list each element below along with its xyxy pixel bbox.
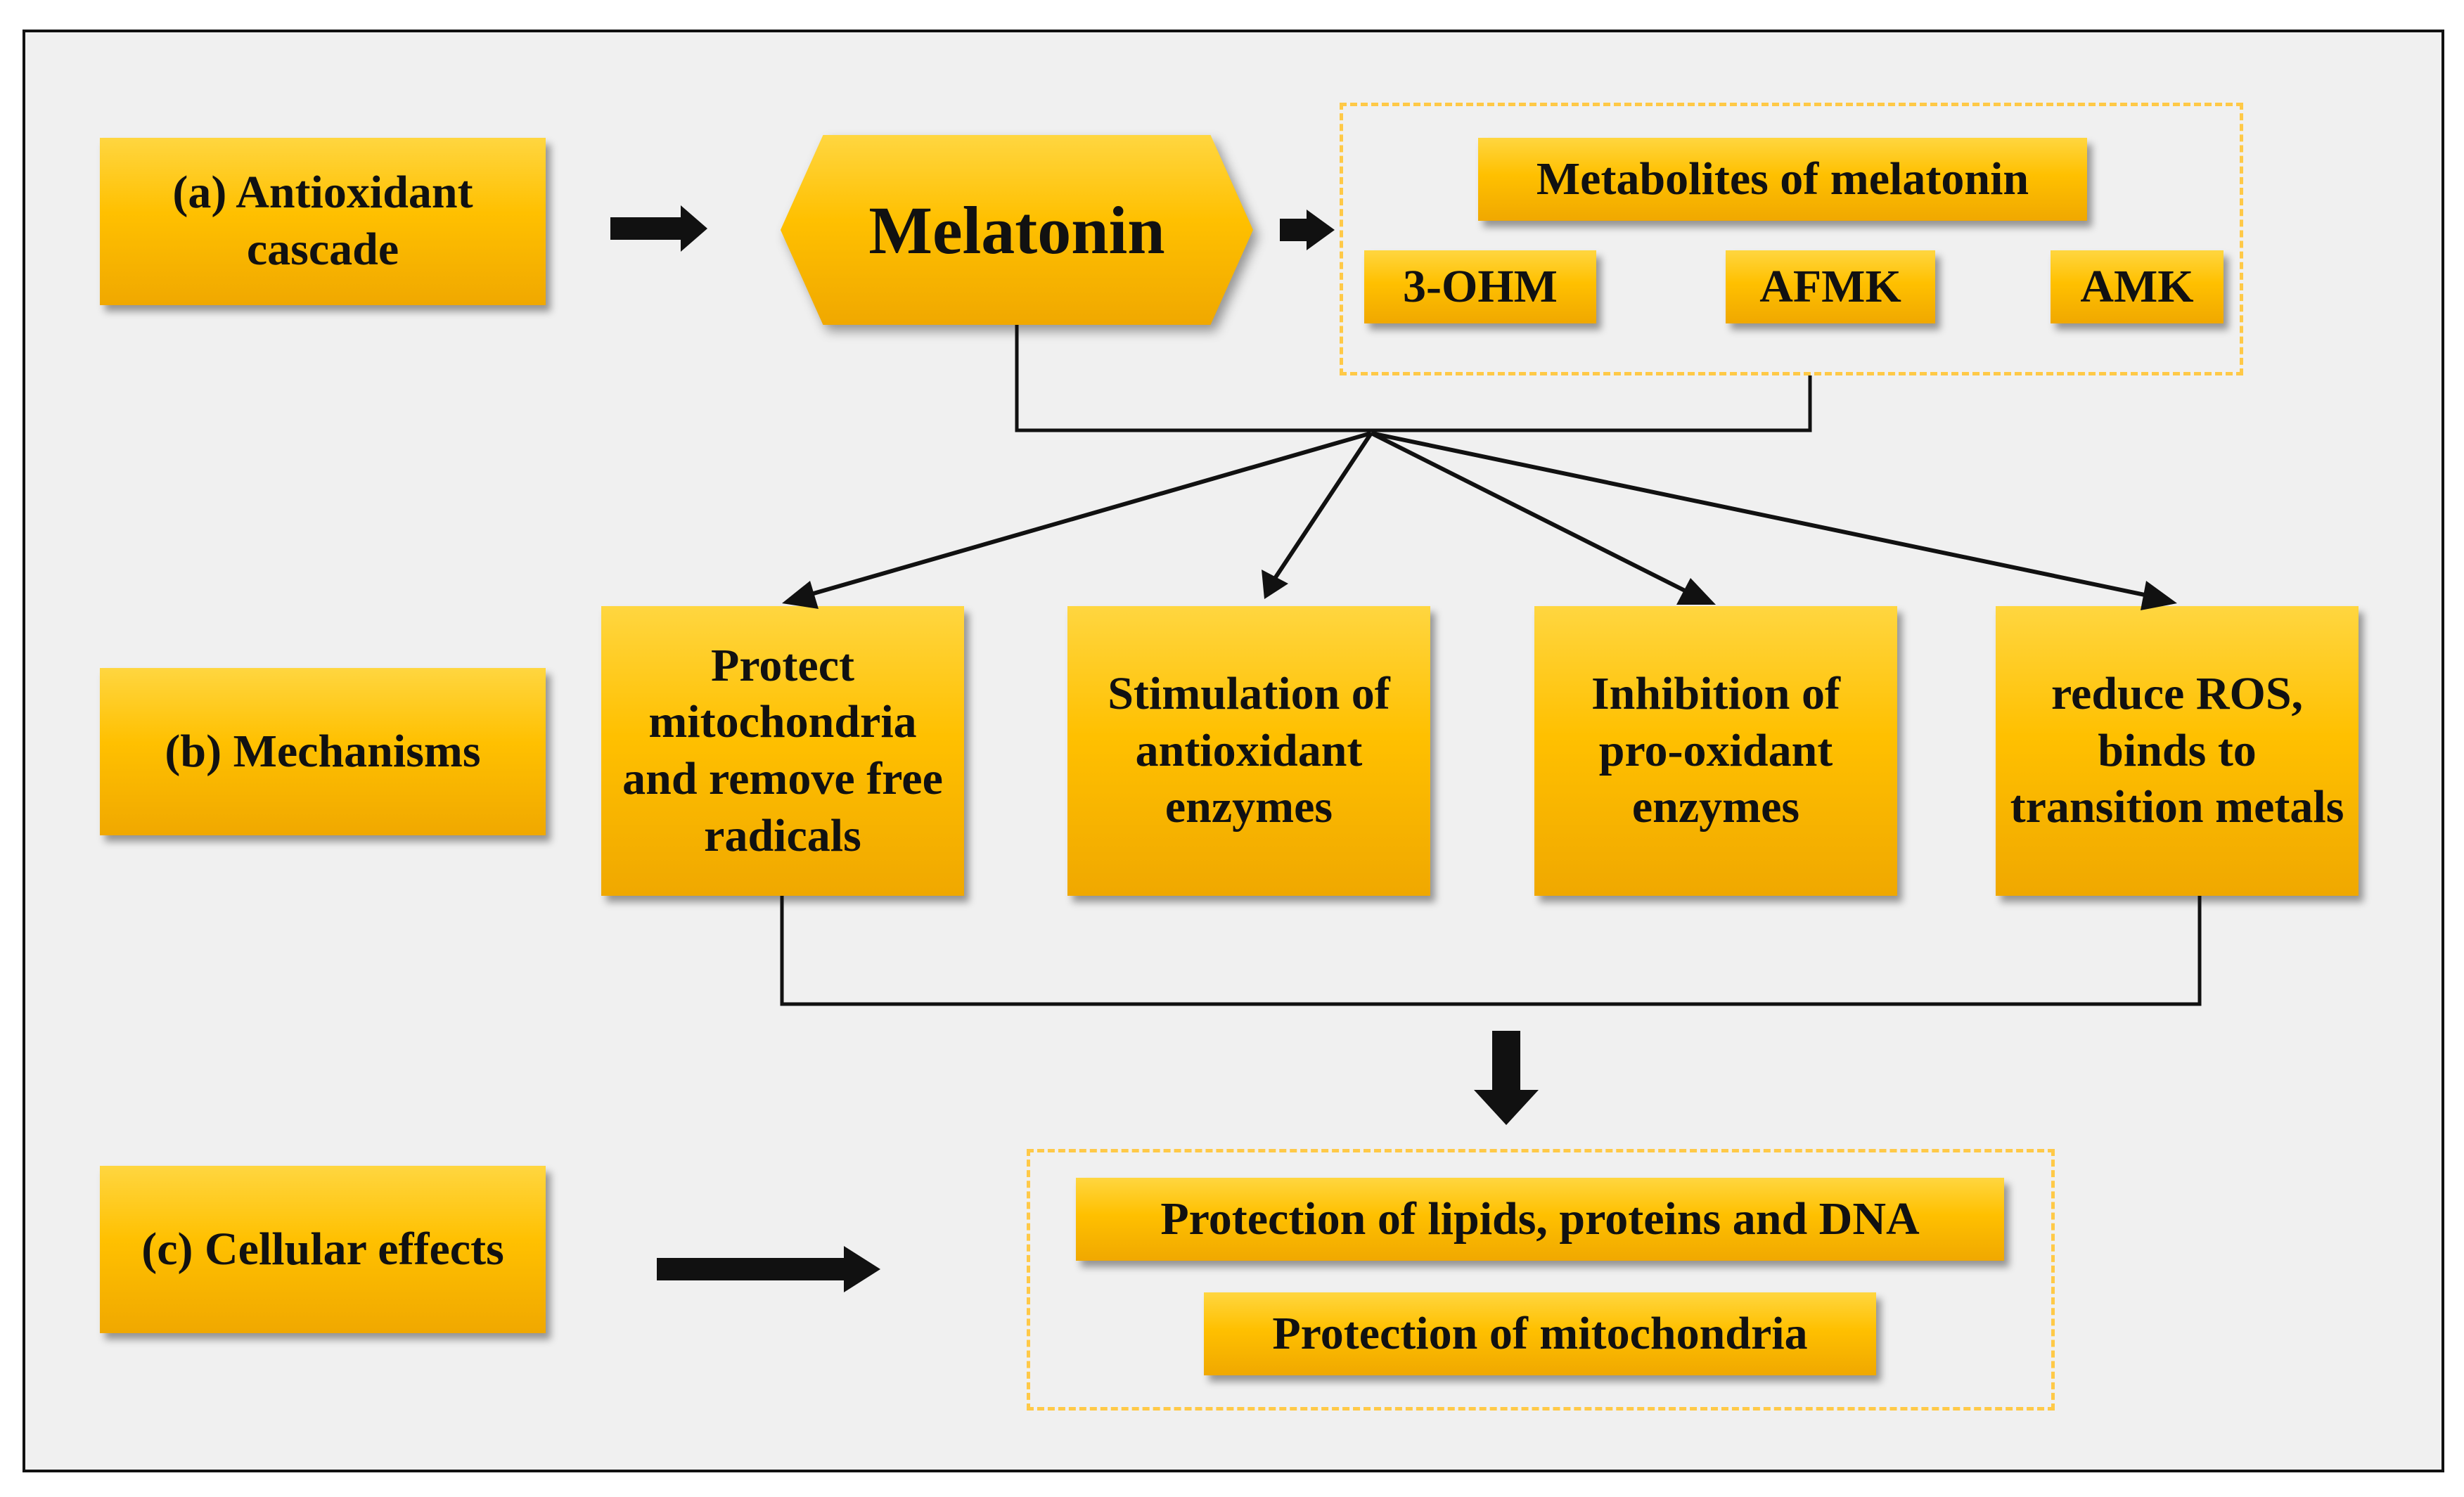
arrow-to-mechanism-1	[808, 431, 1372, 597]
arrowhead-mechanism-4	[2141, 581, 2177, 610]
arrow-down-to-effects	[1474, 1031, 1539, 1125]
metabolites-group	[1340, 103, 2243, 375]
arrowhead-mechanism-1	[782, 581, 819, 609]
arrow-to-mechanism-3	[1370, 431, 1689, 594]
effect-lipids-proteins-dna: Protection of lipids, proteins and DNA	[1076, 1178, 2004, 1261]
arrowhead-mechanism-2	[1262, 570, 1288, 599]
arrow-a-to-melatonin	[610, 205, 707, 252]
metabolite-afmk: AFMK	[1726, 250, 1935, 323]
mechanism-reduce-ros: reduce ROS, binds to transition metals	[1996, 606, 2359, 896]
metabolites-title: Metabolites of melatonin	[1478, 138, 2087, 221]
mechanism-protect-mitochondria: Protect mitochondria and remove free rad…	[601, 606, 964, 896]
arrow-to-mechanism-4	[1371, 431, 2145, 597]
melatonin-node: Melatonin	[781, 135, 1253, 325]
bracket-top	[1015, 325, 1812, 432]
metabolite-amk: AMK	[2051, 250, 2224, 323]
metabolite-3ohm: 3-OHM	[1364, 250, 1596, 323]
mechanism-inhibition-enzymes: Inhibition of pro-oxidant enzymes	[1534, 606, 1897, 896]
fan-arrows	[782, 431, 2177, 610]
arrow-c-to-effects	[657, 1246, 880, 1292]
section-a-label: (a) Antioxidant cascade	[100, 138, 546, 305]
melatonin-label: Melatonin	[781, 135, 1253, 325]
section-c-label: (c) Cellular effects	[100, 1166, 546, 1333]
arrow-melatonin-to-metabolites	[1280, 210, 1335, 250]
arrow-to-mechanism-2	[1272, 432, 1373, 581]
section-b-label: (b) Mechanisms	[100, 668, 546, 835]
arrowhead-mechanism-3	[1676, 578, 1716, 605]
bracket-bottom	[780, 896, 2202, 1006]
mechanism-stimulation-enzymes: Stimulation of antioxidant enzymes	[1067, 606, 1430, 896]
effect-mitochondria: Protection of mitochondria	[1204, 1292, 1876, 1375]
effects-group	[1027, 1149, 2055, 1411]
